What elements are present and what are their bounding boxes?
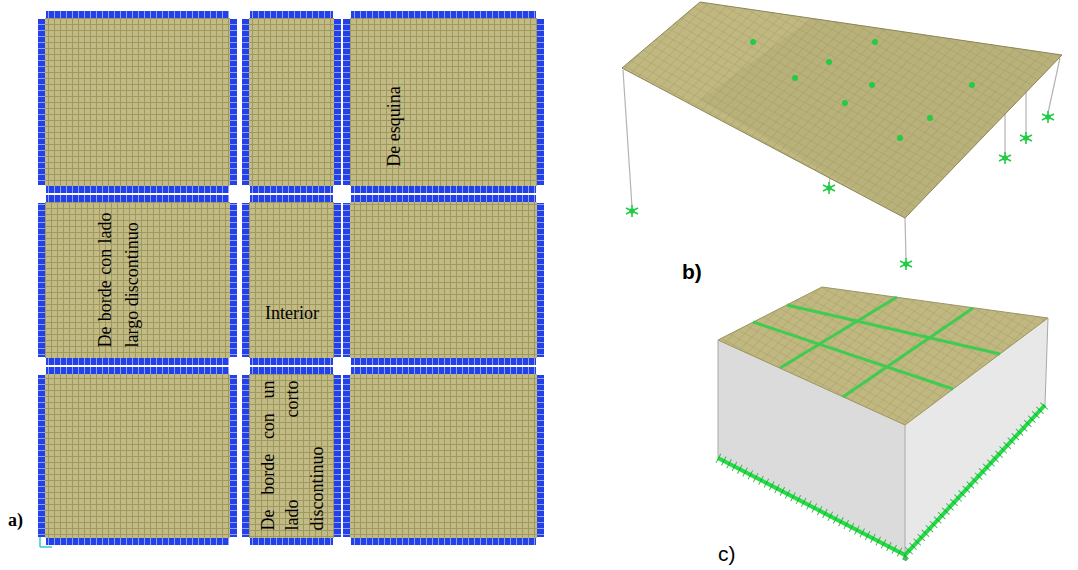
flat-slab-3d	[622, 2, 1062, 270]
panel-label: De borde con lado largo discontinuo	[91, 213, 145, 348]
slab-plan	[45, 18, 537, 538]
building-3d	[718, 287, 1048, 555]
panel-caption: b)	[682, 260, 702, 284]
panel-letter: b)	[682, 260, 702, 284]
panel-caption: c)	[718, 542, 736, 566]
panel-letter: c)	[718, 542, 736, 566]
slab-panel: De borde con un lado corto discontinuo	[249, 374, 334, 538]
panel-caption: a)	[8, 510, 23, 531]
beam-elements	[38, 19, 544, 537]
axis-icon	[40, 537, 52, 547]
panel-label: De borde con un lado corto discontinuo	[256, 380, 329, 530]
slab-panel: Interior	[249, 202, 334, 358]
panel-label: Interior	[265, 302, 319, 325]
panel-letter: a)	[8, 510, 23, 531]
panel-label: De esquina	[382, 71, 407, 181]
beam-elements	[46, 11, 536, 545]
slab-panel: De esquina	[350, 18, 537, 186]
slab-panel: De borde con lado largo discontinuo	[45, 202, 230, 358]
